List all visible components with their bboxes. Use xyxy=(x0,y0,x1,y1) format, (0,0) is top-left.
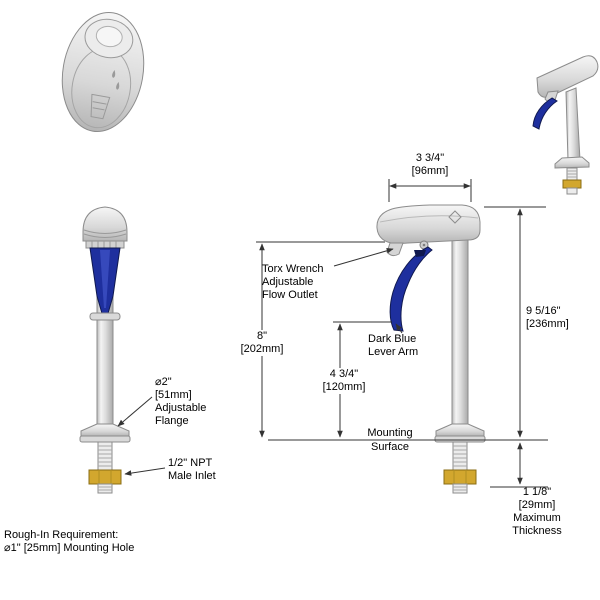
dim-head-width-mm: [96mm] xyxy=(411,165,449,177)
rough-in-note-l1: Rough-In Requirement: xyxy=(4,529,119,541)
callout-lever: Dark Blue Lever Arm xyxy=(368,333,418,359)
mini-lever-arm xyxy=(532,97,558,130)
callout-mounting-l1-wrap: Mounting xyxy=(367,427,412,440)
dim-head-width: 3 3/4" [96mm] xyxy=(412,152,449,178)
top-view xyxy=(61,12,145,132)
callout-inlet-l2: Male Inlet xyxy=(168,470,216,482)
dim-head-width-in: 3 3/4" xyxy=(415,152,445,164)
rough-in-note: Rough-In Requirement: ⌀1" [25mm] Mountin… xyxy=(4,529,134,555)
callout-mounting-l2-wrap: Surface xyxy=(371,441,409,454)
callout-mounting-l2: Surface xyxy=(371,441,409,453)
dim-outlet-height-mm: [202mm] xyxy=(238,343,286,356)
dim-outlet-height-in: 8" xyxy=(238,330,286,343)
side-view xyxy=(376,204,486,494)
callout-flange-l3: Adjustable xyxy=(155,402,207,414)
dim-max-thickness-l4: Thickness xyxy=(512,525,562,537)
callout-inlet: 1/2" NPT Male Inlet xyxy=(168,457,216,483)
dim-max-thickness-l3: Maximum xyxy=(513,512,561,524)
dim-max-thickness-in: 1 1/8" xyxy=(522,486,552,498)
head-side xyxy=(376,204,481,244)
callout-inlet-l1: 1/2" NPT xyxy=(168,457,213,469)
callout-flow-outlet: Torx Wrench Adjustable Flow Outlet xyxy=(262,263,324,302)
dim-max-thickness-mm: [29mm] xyxy=(518,499,556,511)
drops-icon xyxy=(112,69,120,90)
dim-overall-height-in: 9 5/16" xyxy=(524,305,571,318)
flow-outlet-spout xyxy=(386,242,404,257)
inlet-nut-front xyxy=(88,469,122,485)
outlet-ring xyxy=(89,312,121,321)
dim-overall-height-mm: [236mm] xyxy=(524,318,571,331)
callout-flow-outlet-l3: Flow Outlet xyxy=(262,289,318,301)
inlet-nut-side xyxy=(443,469,477,485)
mini-inlet-nut xyxy=(562,179,582,189)
dim-lever-height-mm: [120mm] xyxy=(320,381,368,394)
flange-front xyxy=(80,423,130,437)
front-view xyxy=(79,206,131,494)
leader-lines xyxy=(117,248,403,476)
rough-in-note-l2: ⌀1" [25mm] Mounting Hole xyxy=(4,542,135,554)
dim-overall-height: 9 5/16" [236mm] xyxy=(524,305,571,331)
dim-outlet-height: 8" [202mm] xyxy=(238,330,286,356)
cup-icon xyxy=(90,93,111,120)
callout-flange-l4: Flange xyxy=(155,415,189,427)
callout-flange-l1: ⌀2" xyxy=(155,376,172,388)
callout-flange: ⌀2" [51mm] Adjustable Flange xyxy=(155,376,206,428)
lever-arm-side xyxy=(389,246,433,332)
dim-max-thickness: 1 1/8" [29mm] Maximum Thickness xyxy=(512,486,562,538)
dim-lever-height-in: 4 3/4" xyxy=(320,368,368,381)
flange-side xyxy=(435,423,485,437)
dim-lever-height: 4 3/4" [120mm] xyxy=(320,368,368,394)
callout-lever-l2: Lever Arm xyxy=(368,346,419,358)
callout-flow-outlet-l2: Adjustable xyxy=(262,276,314,288)
callout-mounting-l1: Mounting xyxy=(367,427,413,439)
callout-lever-l1: Dark Blue xyxy=(368,333,417,345)
callout-flange-l2: [51mm] xyxy=(155,389,192,401)
callout-flow-outlet-l1: Torx Wrench xyxy=(262,263,324,275)
diamond-logo-icon xyxy=(448,210,462,224)
mini-side-view xyxy=(532,55,599,195)
